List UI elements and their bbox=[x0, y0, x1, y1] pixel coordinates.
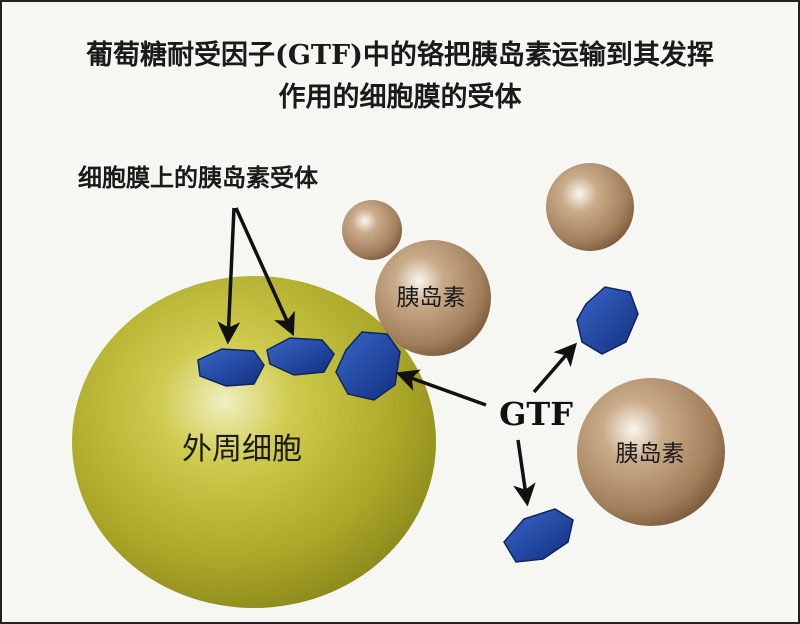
title-line-2: 作用的细胞膜的受体 bbox=[279, 81, 523, 113]
gtf-molecule-upper bbox=[576, 286, 639, 355]
insulin-sphere-small bbox=[342, 200, 402, 260]
insulin-label-bottom-right: 胰岛素 bbox=[616, 441, 685, 467]
arrow-to-gtf-upper bbox=[532, 342, 577, 394]
gtf-label: GTF bbox=[499, 395, 573, 433]
arrow-to-bound-gtf bbox=[395, 369, 487, 407]
insulin-sphere-bottom-right bbox=[577, 378, 725, 526]
gtf-molecule-lower bbox=[503, 508, 574, 563]
arrow-to-receptor-1 bbox=[217, 207, 241, 345]
insulin-sphere-top-right bbox=[546, 163, 634, 251]
membrane-receptor-1 bbox=[197, 348, 265, 387]
cell-label: 外周细胞 bbox=[182, 432, 302, 467]
membrane-receptor-2 bbox=[266, 337, 335, 376]
title-line-1: 葡萄糖耐受因子(GTF)中的铬把胰岛素运输到其发挥 bbox=[86, 39, 714, 71]
membrane-receptor-bound bbox=[335, 331, 401, 401]
insulin-sphere-middle bbox=[375, 240, 491, 356]
insulin-label-middle: 胰岛素 bbox=[397, 285, 466, 311]
arrow-to-gtf-lower bbox=[513, 439, 536, 507]
receptor-label: 细胞膜上的胰岛素受体 bbox=[78, 163, 319, 192]
arrow-to-receptor-2 bbox=[234, 207, 295, 337]
